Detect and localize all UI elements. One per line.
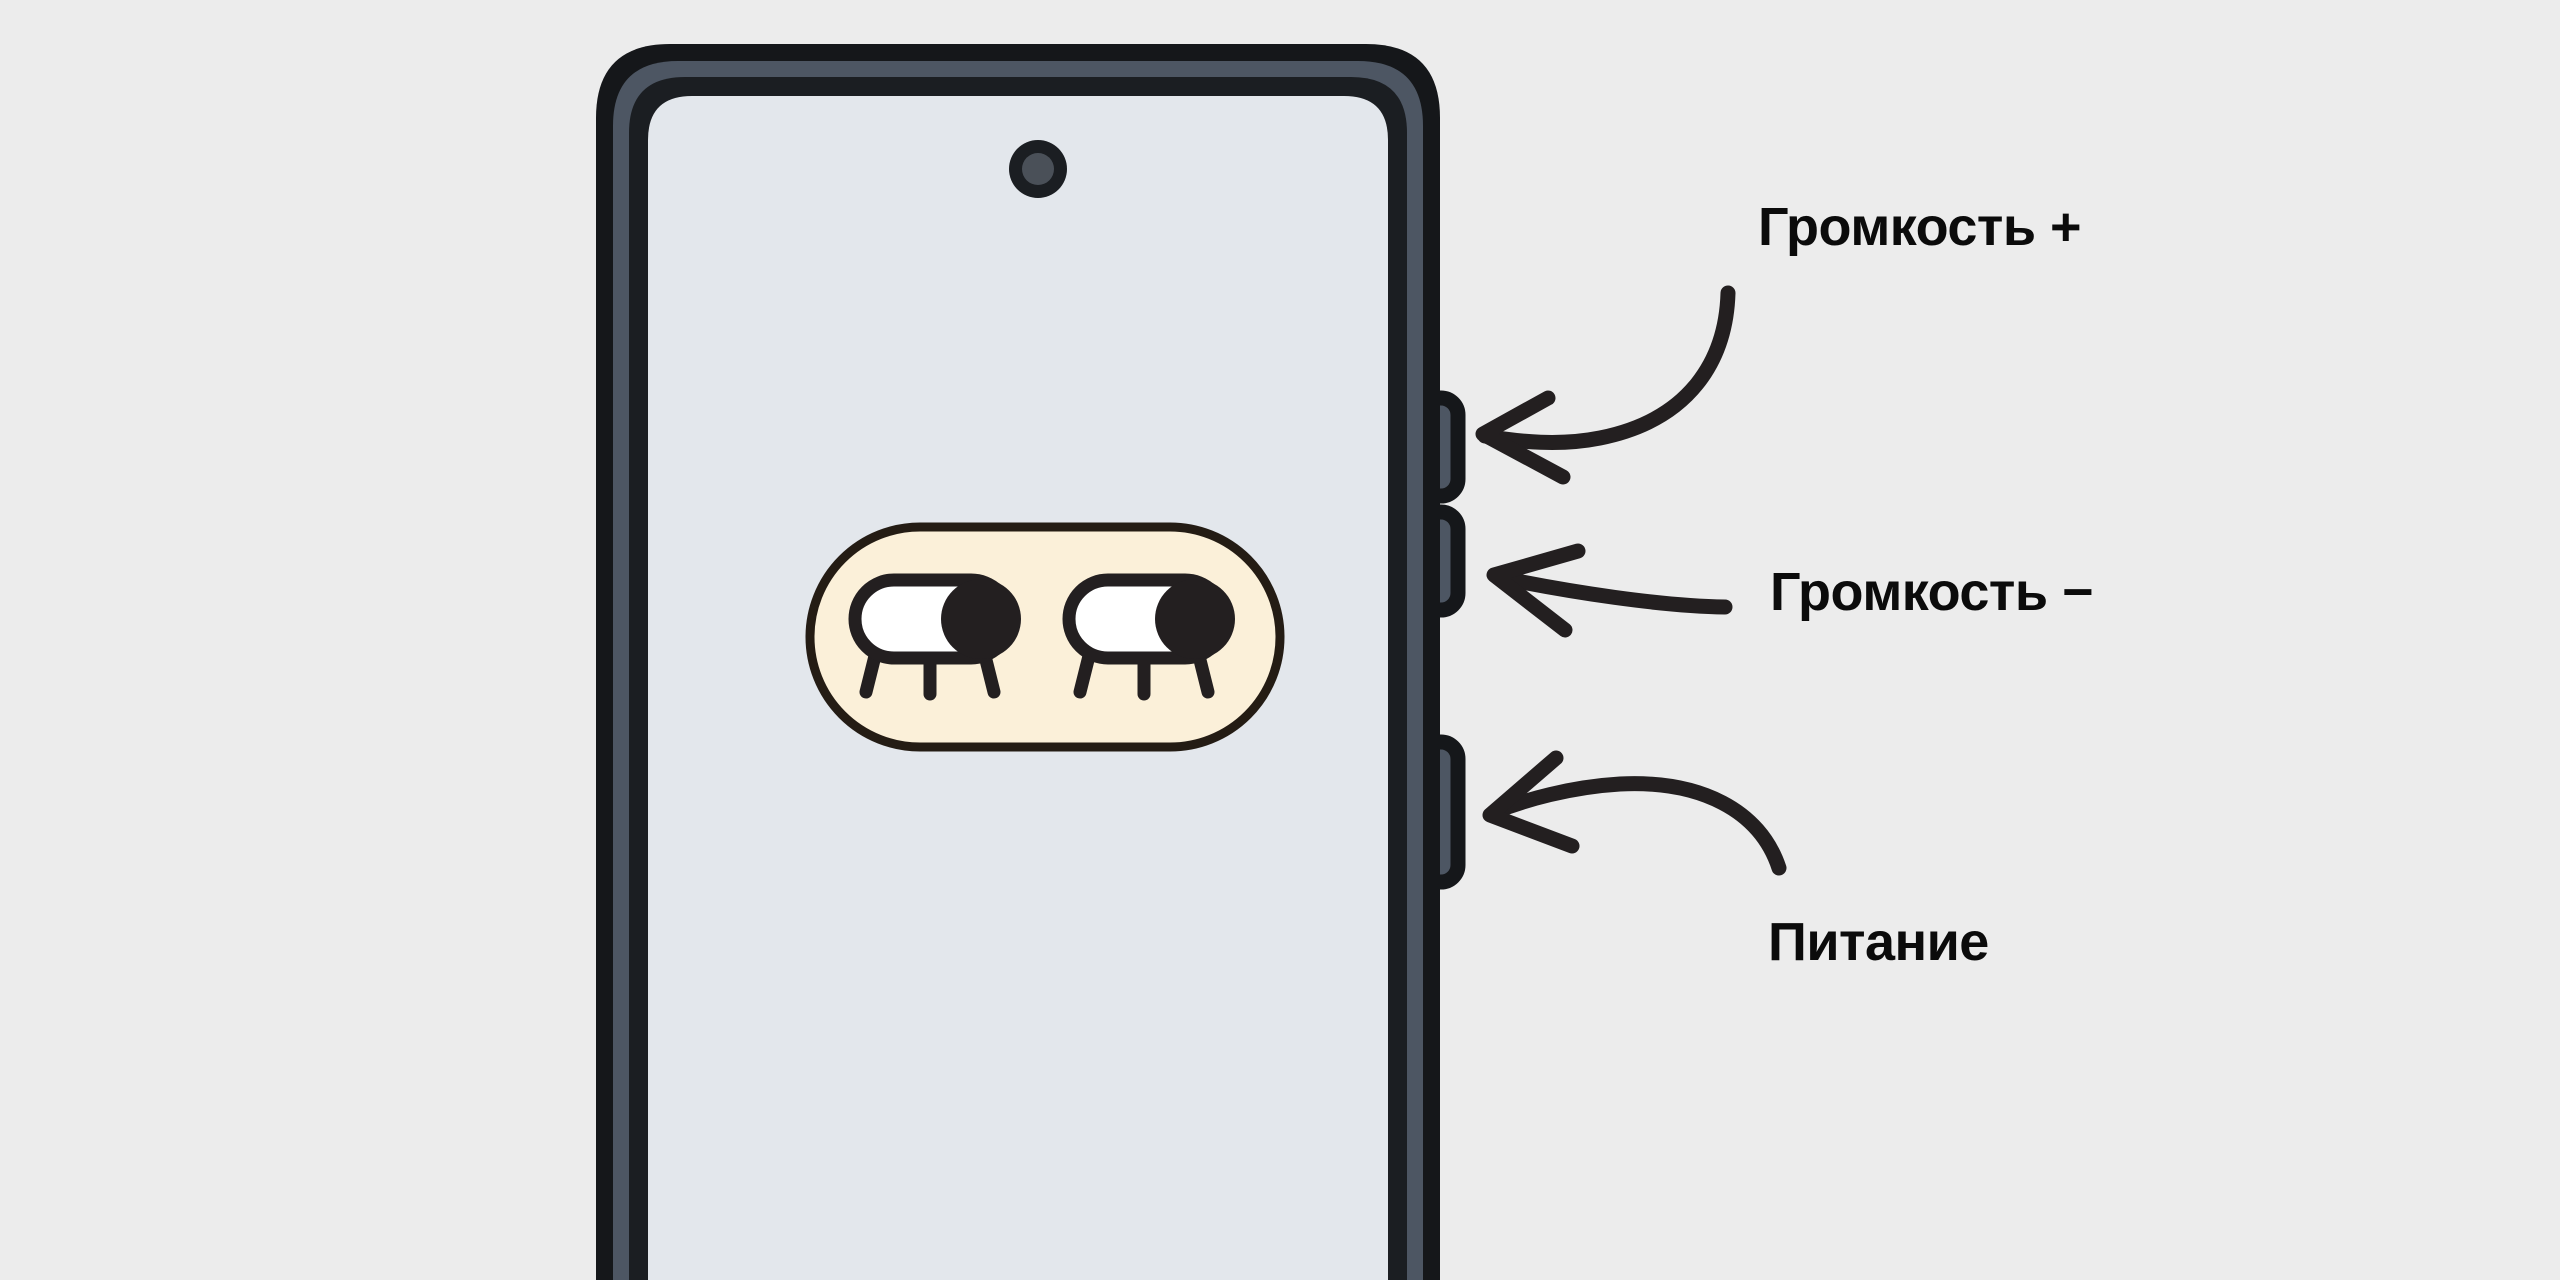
sheep-toggle-icon-left-head xyxy=(941,579,1021,659)
callout-arrow-volume-up xyxy=(1475,285,1736,485)
sheep-toggle-icon-right-head xyxy=(1155,579,1235,659)
callout-label-volume-down: Громкость − xyxy=(1770,562,2094,622)
callout-arrow-power-head xyxy=(1482,750,1580,854)
callout-label-volume-up: Громкость + xyxy=(1758,197,2082,257)
front-camera xyxy=(1009,140,1067,198)
callout-label-power: Питание xyxy=(1768,912,1989,972)
callout-arrow-volume-up-shaft xyxy=(1477,285,1736,450)
sheep-toggle-icon-left[interactable] xyxy=(848,573,1021,701)
callout-arrow-volume-down-shaft xyxy=(1494,570,1733,615)
callout-arrows-group xyxy=(1475,285,1787,876)
phone-device xyxy=(596,44,1466,1280)
callout-arrow-volume-up-head xyxy=(1475,390,1571,485)
toggle-pill-badge[interactable] xyxy=(805,522,1285,752)
sheep-toggle-icon-right[interactable] xyxy=(1062,573,1235,701)
callout-arrow-power-shaft xyxy=(1486,776,1787,876)
front-camera-lens xyxy=(1022,153,1054,185)
callout-arrow-volume-down-head xyxy=(1486,543,1586,638)
callout-arrow-power xyxy=(1482,750,1787,876)
callout-arrow-volume-down xyxy=(1486,543,1733,638)
